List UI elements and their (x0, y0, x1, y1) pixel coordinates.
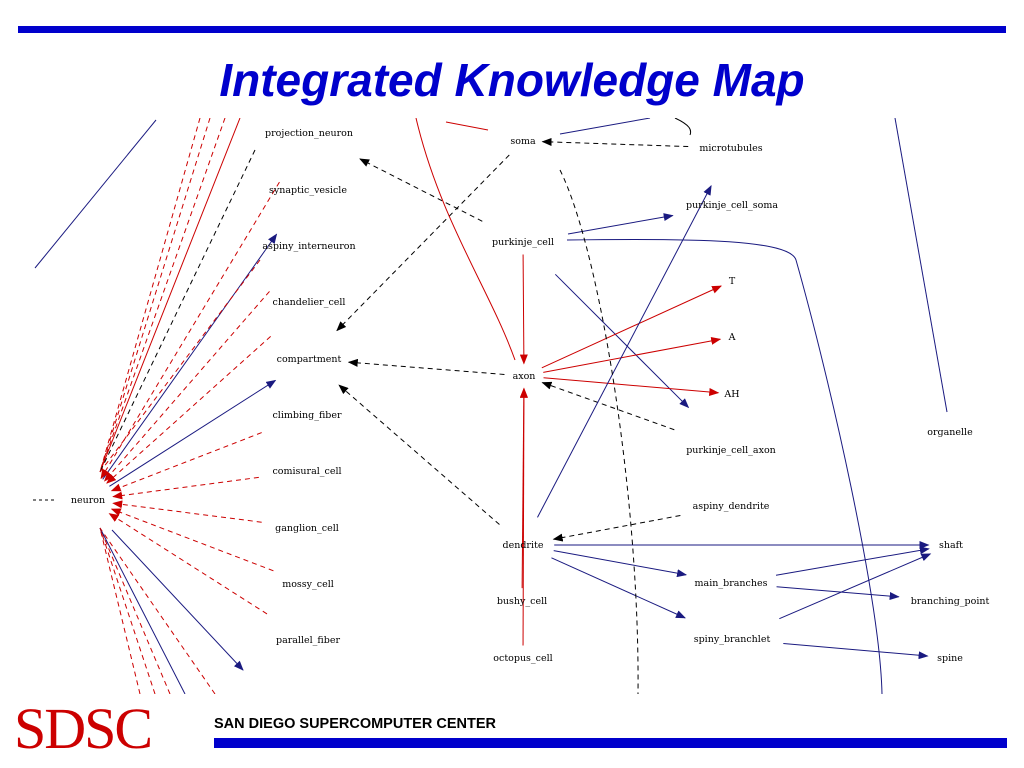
slide-title: Integrated Knowledge Map (219, 54, 805, 106)
edge-neuron-fan (99, 527, 141, 694)
node-microtubules: microtubules (699, 143, 762, 154)
node-soma: soma (510, 136, 536, 147)
edge-purkinje_cell-to-purkinje_cell_soma (567, 213, 674, 235)
edge-curve-3 (415, 118, 516, 361)
node-shaft: shaft (939, 540, 963, 551)
edge-neuron-to-synaptic_vesicle (102, 233, 278, 480)
bottom-rule (214, 738, 1007, 748)
edge-neuron-fan (99, 527, 186, 694)
edge-dendrite-to-main_branches (553, 550, 688, 578)
footer-organization: SAN DIEGO SUPERCOMPUTER CENTER (214, 716, 496, 732)
node-octopus_cell: octopus_cell (493, 653, 552, 664)
edge-neuron-to-compartment (109, 379, 277, 487)
edge-purkinje_cell-to-purkinje_cell_axon (554, 273, 690, 409)
node-parallel_fiber: parallel_fiber (276, 635, 340, 646)
edge-projection_neuron-to-neuron (100, 181, 280, 480)
node-branching_point: branching_point (911, 596, 990, 607)
node-purkinje_cell: purkinje_cell (492, 237, 554, 248)
edge-neuron-fan (99, 149, 256, 473)
edge-curve-5 (559, 169, 639, 694)
edge-purkinje_cell-to-projection_neuron (359, 158, 483, 222)
edge-comisural_cell-to-neuron (112, 476, 259, 500)
edge-soma-to-compartment (336, 154, 510, 332)
edge-neuron-fan (99, 118, 201, 473)
node-projection_neuron: projection_neuron (265, 128, 353, 139)
node-neuron: neuron (71, 495, 105, 506)
top-rule (18, 26, 1006, 33)
edge-aspiny_interneuron-to-neuron (104, 291, 270, 482)
node-climbing_fiber: climbing_fiber (272, 410, 342, 421)
node-aspiny_dendrite: aspiny_dendrite (693, 501, 770, 512)
edge-spiny_branchlet-to-shaft (779, 553, 932, 620)
node-mossy_cell: mossy_cell (282, 579, 334, 590)
edge-aspiny_dendrite-to-dendrite (552, 514, 681, 542)
sdsc-logo: SDSC (14, 696, 153, 761)
node-spine: spine (937, 653, 963, 664)
edge-spiny_branchlet-to-spine (783, 642, 929, 660)
edge-curve-0 (566, 238, 883, 694)
node-organelle: organelle (927, 427, 973, 438)
edge-octopus_cell-to-axon (519, 387, 528, 646)
edge-parallel_fiber-to-neuron (108, 513, 268, 615)
node-chandelier_cell: chandelier_cell (273, 297, 346, 308)
node-compartment: compartment (277, 354, 342, 365)
edge-axon-to-compartment (347, 358, 505, 375)
edge-axon-to-A (543, 336, 722, 373)
edge-main_branches-to-shaft (775, 546, 930, 576)
edge-neuron-fan (99, 118, 211, 473)
edge-neuron-fan (99, 118, 226, 473)
node-dendrite: dendrite (503, 540, 544, 551)
node-T: T (729, 276, 736, 287)
edge-axon-to-AH (543, 377, 720, 397)
node-A: A (728, 332, 736, 343)
edge-curve-6 (674, 118, 692, 136)
edge-neuron-fan (99, 527, 156, 694)
edge-purkinje_cell-to-axon (519, 254, 528, 365)
edge-neuron-fan (99, 259, 261, 473)
edge-mossy_cell-to-neuron (110, 508, 274, 572)
edge-chandelier_cell-to-neuron (106, 335, 271, 484)
node-spiny_branchlet: spiny_branchlet (694, 634, 771, 645)
edge-curve-1 (894, 118, 948, 413)
edge-purkinje_cell_axon-to-axon (541, 381, 675, 431)
edge-neuron-fan (99, 118, 241, 473)
edge-axon-to-T (541, 285, 722, 369)
edge-neuron-fan (99, 527, 216, 694)
node-purkinje_cell_axon: purkinje_cell_axon (686, 445, 776, 456)
edge-main_branches-to-branching_point (776, 586, 900, 601)
edge-dendrite-to-microtubules (537, 185, 712, 518)
node-aspiny_interneuron: aspiny_interneuron (262, 241, 355, 252)
node-main_branches: main_branches (695, 578, 768, 589)
edge-neuron-down (111, 529, 244, 671)
edge-neuron-fan (99, 527, 171, 694)
node-ganglion_cell: ganglion_cell (275, 523, 339, 534)
edge-curve-2 (559, 118, 651, 135)
node-AH: AH (723, 389, 739, 400)
node-comisural_cell: comisural_cell (272, 466, 341, 477)
edge-curve-4 (445, 121, 489, 131)
edge-climbing_fiber-to-neuron (110, 432, 262, 492)
edge-microtubules-to-soma (541, 137, 689, 148)
edge-dendrite-to-spiny_branchlet (551, 557, 686, 619)
node-axon: axon (513, 371, 536, 382)
edge-dendrite-to-compartment (338, 384, 500, 525)
node-bushy_cell: bushy_cell (497, 596, 547, 607)
node-synaptic_vesicle: synaptic_vesicle (269, 185, 347, 196)
edge-ganglion_cell-to-neuron (112, 500, 262, 523)
node-purkinje_cell_soma: purkinje_cell_soma (686, 200, 778, 211)
edge-offscreen-diagonal (34, 119, 157, 269)
